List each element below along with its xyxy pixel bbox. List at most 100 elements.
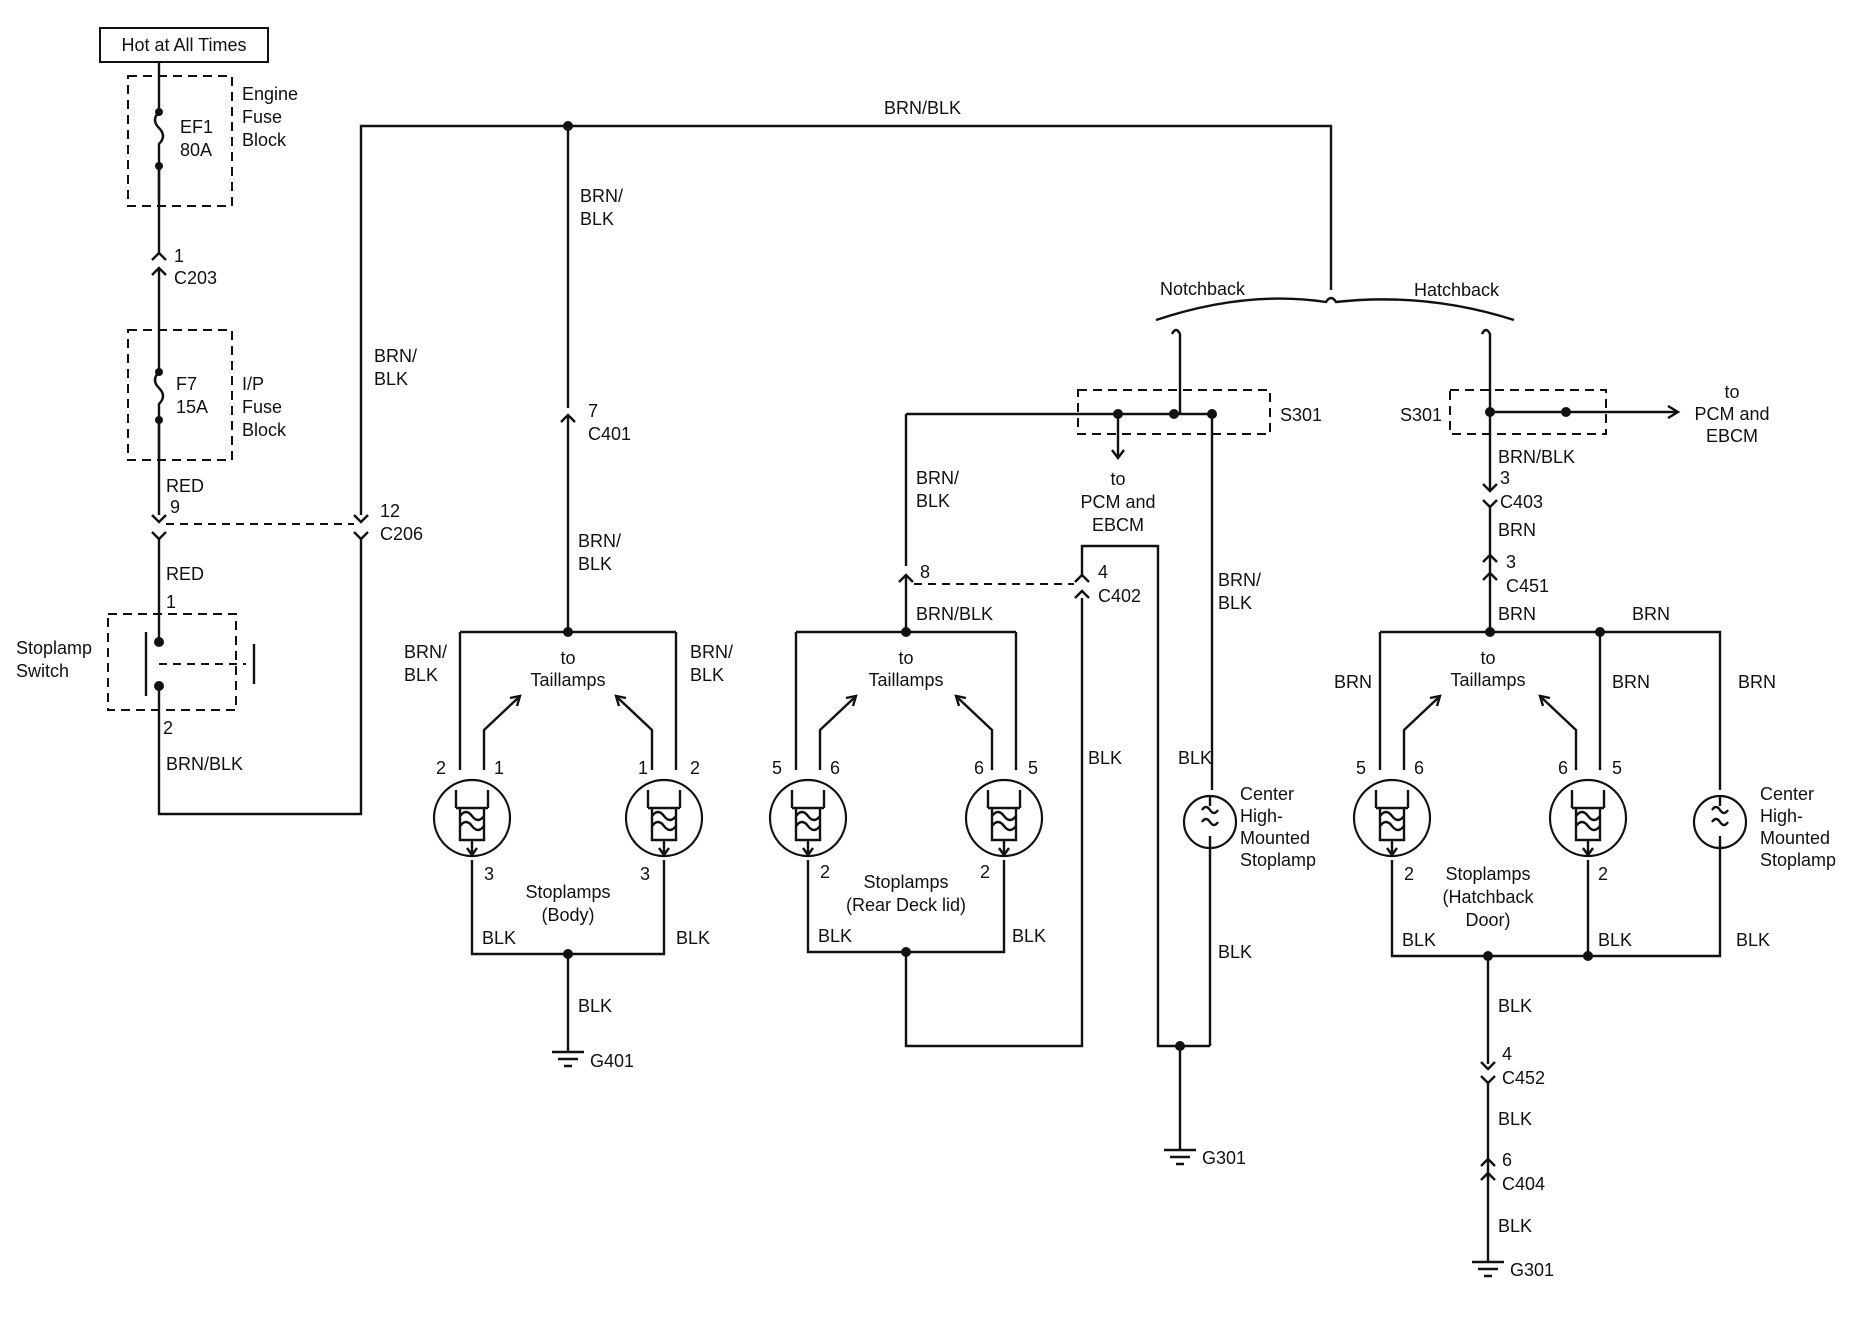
- svg-text:6: 6: [1414, 758, 1424, 778]
- svg-text:5: 5: [1356, 758, 1366, 778]
- svg-text:2: 2: [1598, 864, 1608, 884]
- svg-text:BLK: BLK: [1498, 996, 1532, 1016]
- ground-g301-hatchback: G301: [1472, 1260, 1554, 1280]
- svg-text:BLK: BLK: [1012, 926, 1046, 946]
- svg-text:Mounted: Mounted: [1240, 828, 1310, 848]
- svg-text:1: 1: [494, 758, 504, 778]
- svg-text:High-: High-: [1760, 806, 1803, 826]
- splice-s301-notchback: S301: [1077, 389, 1322, 435]
- svg-text:C203: C203: [174, 268, 217, 288]
- svg-text:BRN/: BRN/: [404, 642, 447, 662]
- svg-text:BLK: BLK: [1402, 930, 1436, 950]
- svg-text:G301: G301: [1202, 1148, 1246, 1168]
- svg-text:BRN/: BRN/: [580, 186, 623, 206]
- svg-text:BRN/: BRN/: [578, 531, 621, 551]
- chmsl-hatchback: Center High- Mounted Stoplamp: [1692, 784, 1836, 870]
- svg-text:2: 2: [690, 758, 700, 778]
- svg-text:G401: G401: [590, 1051, 634, 1071]
- svg-text:4: 4: [1502, 1044, 1512, 1064]
- ground-g301-notchback: G301: [1164, 1148, 1246, 1168]
- svg-text:Stoplamps: Stoplamps: [525, 882, 610, 902]
- svg-text:BRN: BRN: [1632, 604, 1670, 624]
- splice-s301-hatchback: S301: [1400, 389, 1607, 435]
- svg-text:RED: RED: [166, 564, 204, 584]
- svg-text:BLK: BLK: [1736, 930, 1770, 950]
- svg-text:BRN/BLK: BRN/BLK: [166, 754, 243, 774]
- svg-text:BRN: BRN: [1334, 672, 1372, 692]
- svg-text:BRN/BLK: BRN/BLK: [1498, 447, 1575, 467]
- svg-text:Taillamps: Taillamps: [868, 670, 943, 690]
- svg-text:6: 6: [1502, 1150, 1512, 1170]
- svg-text:12: 12: [380, 501, 400, 521]
- svg-text:3: 3: [1506, 552, 1516, 572]
- svg-text:Block: Block: [242, 130, 287, 150]
- connector-c404: 6 C404: [1480, 1150, 1545, 1194]
- ef1-fuse-icon: [153, 62, 165, 200]
- svg-text:I/P: I/P: [242, 374, 264, 394]
- svg-text:5: 5: [1028, 758, 1038, 778]
- svg-text:9: 9: [170, 497, 180, 517]
- svg-text:BRN/: BRN/: [916, 468, 959, 488]
- svg-text:Door): Door): [1465, 910, 1510, 930]
- connector-c451: 3 C451: [1482, 552, 1549, 596]
- svg-text:BLK: BLK: [1218, 942, 1252, 962]
- svg-text:to: to: [1110, 469, 1125, 489]
- svg-text:to: to: [1480, 648, 1495, 668]
- svg-text:(Body): (Body): [541, 905, 594, 925]
- svg-text:BLK: BLK: [916, 491, 950, 511]
- svg-text:Stoplamp: Stoplamp: [1240, 850, 1316, 870]
- svg-text:2: 2: [436, 758, 446, 778]
- svg-text:EBCM: EBCM: [1706, 426, 1758, 446]
- svg-text:BLK: BLK: [374, 369, 408, 389]
- svg-text:BRN/BLK: BRN/BLK: [916, 604, 993, 624]
- svg-text:BRN/BLK: BRN/BLK: [884, 98, 961, 118]
- svg-text:7: 7: [588, 401, 598, 421]
- svg-text:BRN: BRN: [1498, 520, 1536, 540]
- svg-text:S301: S301: [1280, 405, 1322, 425]
- svg-text:(Rear Deck lid): (Rear Deck lid): [846, 895, 966, 915]
- svg-text:to: to: [898, 648, 913, 668]
- ground-g401: G401: [552, 1050, 634, 1071]
- svg-text:BLK: BLK: [1498, 1216, 1532, 1236]
- svg-text:2: 2: [980, 862, 990, 882]
- svg-text:BLK: BLK: [580, 209, 614, 229]
- svg-text:C403: C403: [1500, 492, 1543, 512]
- svg-text:G301: G301: [1510, 1260, 1554, 1280]
- svg-text:BLK: BLK: [578, 996, 612, 1016]
- svg-text:BLK: BLK: [818, 926, 852, 946]
- chmsl-notchback: Center High- Mounted Stoplamp: [1182, 784, 1316, 870]
- svg-text:Notchback: Notchback: [1160, 279, 1246, 299]
- svg-text:5: 5: [772, 758, 782, 778]
- svg-text:BLK: BLK: [676, 928, 710, 948]
- svg-text:Hatchback: Hatchback: [1414, 280, 1500, 300]
- svg-text:C401: C401: [588, 424, 631, 444]
- svg-text:BRN/: BRN/: [374, 346, 417, 366]
- ip-fuse-block: I/P Fuse Block F7 15A: [127, 329, 287, 461]
- f7-fuse-icon: [153, 330, 165, 460]
- svg-text:Stoplamp: Stoplamp: [1760, 850, 1836, 870]
- svg-text:to: to: [560, 648, 575, 668]
- svg-text:Switch: Switch: [16, 661, 69, 681]
- svg-text:3: 3: [640, 864, 650, 884]
- svg-text:PCM and: PCM and: [1080, 492, 1155, 512]
- svg-text:BLK: BLK: [1598, 930, 1632, 950]
- engine-fuse-block: Engine Fuse Block EF1 80A: [127, 75, 298, 207]
- svg-text:2: 2: [820, 862, 830, 882]
- svg-text:3: 3: [484, 864, 494, 884]
- svg-text:2: 2: [1404, 864, 1414, 884]
- svg-text:BRN: BRN: [1498, 604, 1536, 624]
- svg-text:Engine: Engine: [242, 84, 298, 104]
- connector-c401: 7 C401: [560, 401, 631, 444]
- stoplamp-hatch-left: 5 6 2: [1352, 758, 1432, 884]
- svg-text:Hot at All Times: Hot at All Times: [121, 35, 246, 55]
- svg-text:RED: RED: [166, 476, 204, 496]
- svg-text:Fuse: Fuse: [242, 107, 282, 127]
- svg-text:Taillamps: Taillamps: [1450, 670, 1525, 690]
- svg-text:1: 1: [638, 758, 648, 778]
- connector-c452: 4 C452: [1480, 1044, 1545, 1088]
- svg-text:BRN: BRN: [1738, 672, 1776, 692]
- svg-text:4: 4: [1098, 562, 1108, 582]
- svg-text:BLK: BLK: [1178, 748, 1212, 768]
- connector-c403: 3 C403: [1482, 468, 1543, 512]
- svg-text:C404: C404: [1502, 1174, 1545, 1194]
